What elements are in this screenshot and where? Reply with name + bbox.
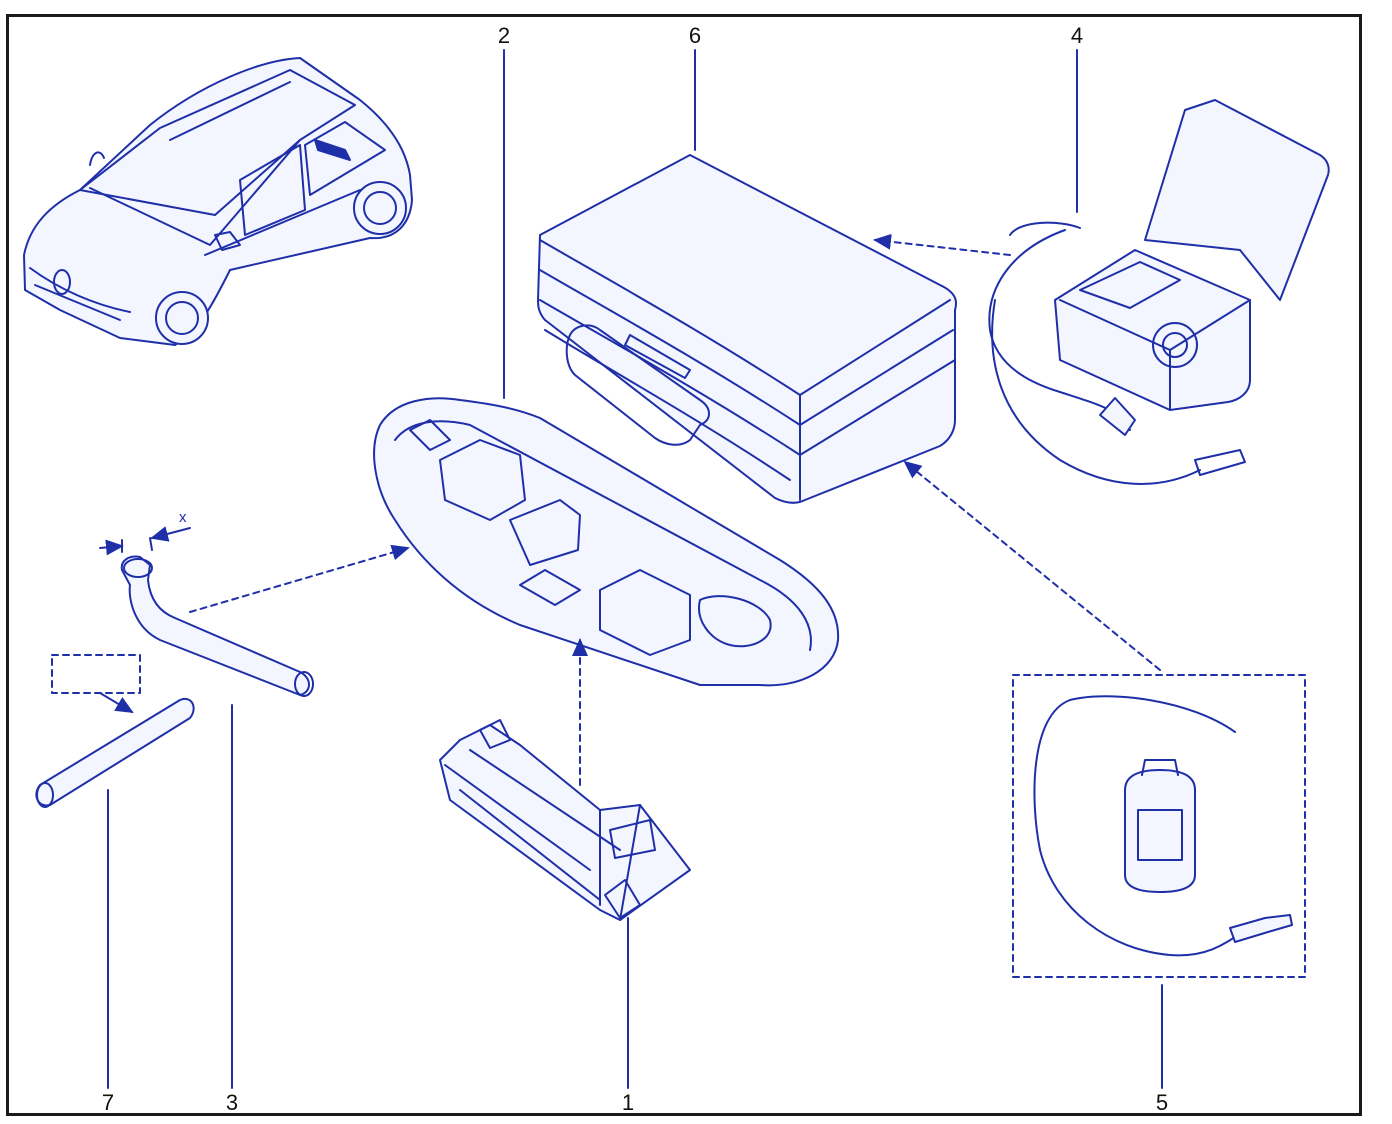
wheel-brace-icon <box>120 537 314 697</box>
dimension-x-label: x <box>179 509 187 526</box>
foam-tray-icon <box>373 397 840 687</box>
callout-6: 6 <box>688 23 702 48</box>
callout-1: 1 <box>621 1090 635 1115</box>
extension-bar-icon <box>35 654 195 808</box>
air-compressor-icon <box>988 99 1330 485</box>
callout-4: 4 <box>1070 23 1084 48</box>
hatchback-car-icon <box>23 57 413 346</box>
scissor-jack-icon <box>439 719 691 921</box>
storage-case-icon <box>537 154 958 504</box>
tyre-repair-kit-icon <box>1012 674 1306 978</box>
callout-5: 5 <box>1155 1090 1169 1115</box>
callout-2: 2 <box>497 23 511 48</box>
callout-3: 3 <box>225 1090 239 1115</box>
callout-7: 7 <box>101 1090 115 1115</box>
